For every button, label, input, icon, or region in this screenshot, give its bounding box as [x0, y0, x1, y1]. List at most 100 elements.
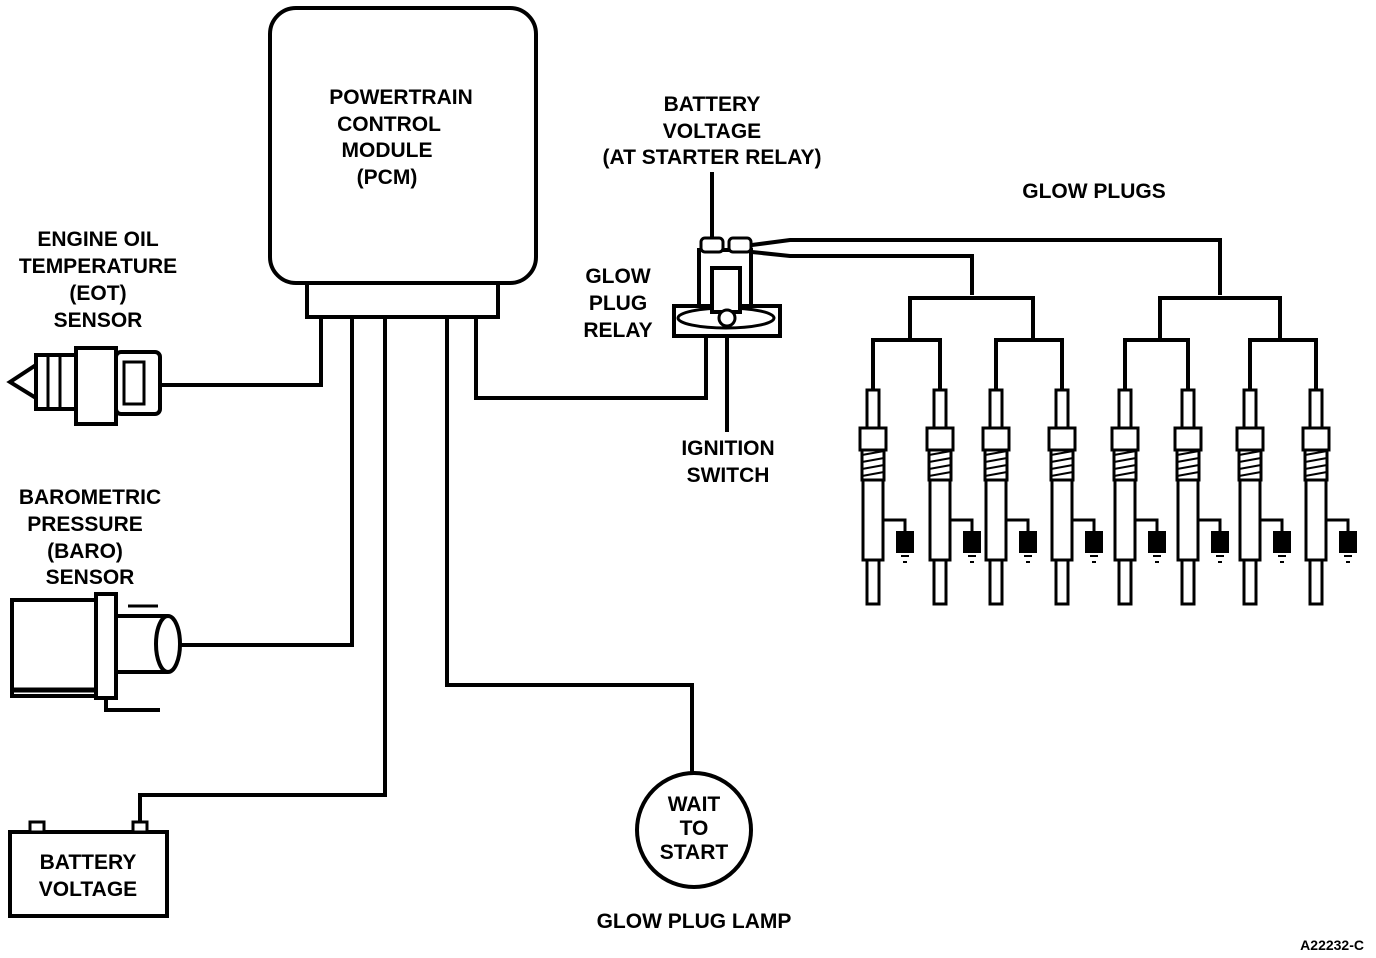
glow-plug-nut	[981, 426, 1011, 452]
glow-plug-tip	[988, 558, 1004, 606]
glow-plug-lead	[950, 518, 974, 532]
starter-voltage-line-2: VOLTAGE	[663, 120, 761, 143]
glow-plug-terminal	[1242, 388, 1258, 432]
starter-voltage-line-1: BATTERY	[664, 93, 761, 116]
wire-bank-a	[908, 296, 1035, 340]
glow-plug-terminal	[932, 388, 948, 432]
glow-plug-connector	[1019, 531, 1037, 553]
wire-bank-a-right	[994, 338, 1064, 392]
glow-plug-nut	[1173, 426, 1203, 452]
eot-label-line-1: ENGINE OIL	[37, 228, 159, 251]
glow-plugs-label: GLOW PLUGS	[1022, 180, 1166, 203]
glow-plug-terminal	[1117, 388, 1133, 432]
glow-plug-body	[984, 478, 1008, 562]
glow-plug-terminal	[988, 388, 1004, 432]
glow-plug-nut	[858, 426, 888, 452]
glow-plug-thread-line	[984, 471, 1008, 477]
glow-plug-tip	[1308, 558, 1324, 606]
glow-plug-thread-line	[928, 464, 952, 470]
glow-plug-thread-line	[1238, 450, 1262, 456]
glow-plug-thread-line	[1238, 471, 1262, 477]
glow-plug-7	[1235, 388, 1291, 606]
glow-plug-nut	[1047, 426, 1077, 452]
baro-sensor-bracket	[104, 698, 160, 712]
glow-plug-thread-line	[1304, 457, 1328, 463]
glow-plug-thread-line	[984, 450, 1008, 456]
glow-plug-thread-line	[984, 457, 1008, 463]
glow-plug-2	[925, 388, 981, 606]
lamp-caption: GLOW PLUG LAMP	[597, 910, 792, 933]
wire-pcm-eot	[160, 317, 323, 387]
glow-plug-tip	[1242, 558, 1258, 606]
pcm-module: POWERTRAIN CONTROL MODULE (PCM)	[268, 6, 538, 319]
glow-plug-body	[861, 478, 885, 562]
wire-bank-b-right	[1248, 338, 1318, 392]
eot-label-line-4: SENSOR	[54, 309, 143, 332]
glow-plug-thread-line	[1304, 450, 1328, 456]
glow-plug-relay: GLOW PLUG RELAY	[583, 236, 782, 342]
glow-plug-nut	[925, 426, 955, 452]
glow-plug-body	[1238, 478, 1262, 562]
glow-plug-lamp: WAIT TO START GLOW PLUG LAMP	[597, 771, 792, 933]
battery-body	[8, 830, 169, 918]
glow-plug-connector	[1148, 531, 1166, 553]
glow-plug-connector	[963, 531, 981, 553]
relay-label-line-2: PLUG	[589, 292, 647, 315]
glow-plug-lead	[1006, 518, 1030, 532]
wire-pcm-baro	[178, 317, 354, 647]
eot-sensor: ENGINE OIL TEMPERATURE (EOT) SENSOR	[6, 228, 177, 426]
glow-plug-thread-line	[1238, 464, 1262, 470]
eot-sensor-tip	[6, 361, 38, 402]
lamp-circle	[635, 771, 753, 889]
relay-label-line-3: RELAY	[583, 319, 652, 342]
glow-plug-body	[1176, 478, 1200, 562]
glow-plug-thread-line	[861, 471, 885, 477]
glow-plug-thread-line	[1050, 471, 1074, 477]
glow-plug-tip	[1180, 558, 1196, 606]
wire-bank-b-left	[1123, 338, 1190, 392]
glow-plug-1	[858, 388, 914, 606]
baro-label-line-1: BAROMETRIC	[19, 486, 161, 509]
glow-plug-thread-line	[928, 450, 952, 456]
glow-plug-thread-line	[1176, 471, 1200, 477]
baro-sensor-flange	[94, 592, 118, 700]
lamp-label-line-2: TO	[680, 817, 709, 840]
glow-plug-thread-line	[1176, 450, 1200, 456]
glow-plug-thread-line	[984, 464, 1008, 470]
battery-terminal-positive	[131, 820, 149, 834]
glow-plug-3	[981, 388, 1037, 606]
glow-plug-tip	[1054, 558, 1070, 606]
pcm-label-line-1: POWERTRAIN	[329, 86, 473, 109]
wire-bank-a-left	[871, 338, 942, 392]
glow-plug-thread-line	[1050, 457, 1074, 463]
wire-relay-bus-bottom	[751, 250, 974, 295]
eot-sensor-hex	[34, 353, 78, 411]
glow-plug-thread-line	[1304, 471, 1328, 477]
eot-label-line-2: TEMPERATURE	[19, 255, 177, 278]
glow-plug-connector	[896, 531, 914, 553]
glow-plug-tip	[1117, 558, 1133, 606]
glow-plug-lead	[1135, 518, 1159, 532]
glow-plug-connector	[1339, 531, 1357, 553]
glow-plug-lead	[1072, 518, 1096, 532]
glow-plug-body	[1113, 478, 1137, 562]
wire-relay-bus-top	[751, 238, 1222, 295]
relay-pin	[717, 308, 737, 328]
glow-plug-nut	[1110, 426, 1140, 452]
glow-plug-thread-line	[861, 464, 885, 470]
battery: BATTERY VOLTAGE	[8, 820, 169, 918]
glow-plug-lead	[1260, 518, 1284, 532]
wire-pcm-battery	[138, 317, 387, 830]
glow-plug-tip	[865, 558, 881, 606]
glow-plug-lead	[1198, 518, 1222, 532]
pcm-label-line-2: CONTROL	[337, 113, 441, 136]
baro-label-line-3: (BARO)	[47, 540, 123, 563]
relay-label-line-1: GLOW	[585, 265, 650, 288]
glow-plug-thread-line	[1176, 464, 1200, 470]
pcm-label-line-3: MODULE	[342, 139, 433, 162]
glow-plug-body	[1304, 478, 1328, 562]
eot-sensor-body	[74, 346, 118, 426]
glow-plugs-group: GLOW PLUGS	[858, 180, 1357, 606]
relay-coil	[710, 266, 742, 314]
